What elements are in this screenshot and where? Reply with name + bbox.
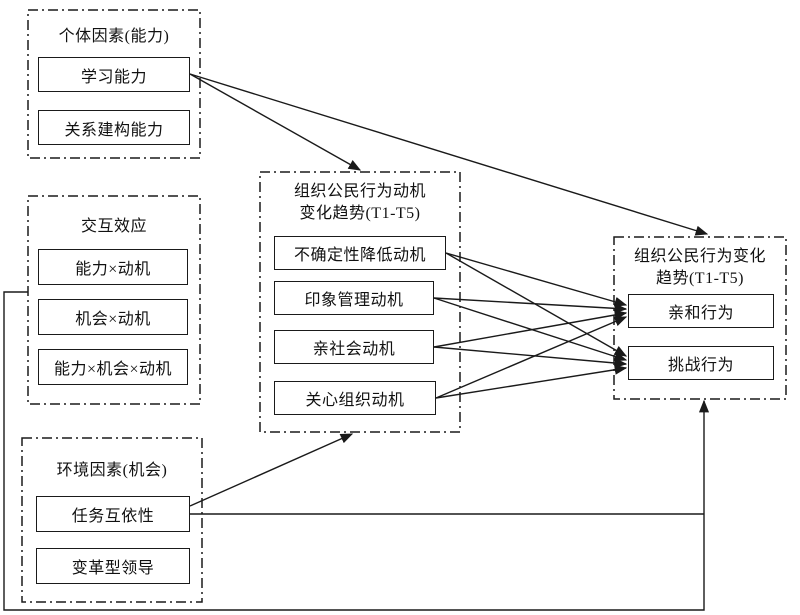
arrow-learning-to-behavior: [189, 73, 709, 236]
group-title-individual: 个体因素(能力): [58, 28, 170, 45]
node-affiliative-behavior: 亲和行为: [628, 294, 774, 328]
node-transformational-leadership: 变革型领导: [36, 548, 190, 584]
group-title-behavior-line1: 组织公民行为变化: [633, 248, 766, 265]
group-outline-individual: [27, 9, 201, 159]
node-relationship-building-ability: 关系建构能力: [38, 110, 190, 145]
arrow-prosocial-to-affiliative: [433, 310, 628, 348]
group-title-behavior-line2: 趋势(T1-T5): [655, 269, 745, 287]
group-title-behavior: 组织公民行为变化 趋势(T1-T5): [616, 246, 784, 289]
arrow-uncertainty-to-affiliative: [445, 252, 628, 307]
node-ability-x-motivation: 能力×动机: [38, 249, 188, 285]
arrow-interaction-to-behavior: [3, 291, 710, 611]
node-opportunity-x-motivation: 机会×动机: [38, 299, 188, 335]
node-uncertainty-reduction-motive: 不确定性降低动机: [274, 236, 446, 270]
group-outline-motivation: [259, 171, 461, 433]
arrow-impression-to-affiliative: [433, 297, 628, 314]
arrow-task-to-motivation: [189, 433, 354, 507]
arrow-learning-to-motivation: [189, 73, 362, 171]
group-title-environment: 环境因素(机会): [56, 462, 168, 479]
node-ability-x-opportunity-x-motivation: 能力×机会×动机: [38, 349, 188, 385]
arrow-concern-to-affiliative: [435, 316, 628, 399]
group-title-motivation: 组织公民行为动机 变化趋势(T1-T5): [262, 181, 458, 224]
group-outline-environment: [21, 437, 203, 603]
node-impression-management-motive: 印象管理动机: [274, 281, 434, 315]
node-learning-ability: 学习能力: [38, 57, 190, 92]
arrow-impression-to-challenging: [433, 297, 628, 362]
group-title-motivation-line1: 组织公民行为动机: [293, 183, 426, 200]
arrow-prosocial-to-challenging: [433, 346, 628, 369]
group-outline-interaction: [27, 195, 201, 405]
group-title-motivation-line2: 变化趋势(T1-T5): [299, 204, 421, 222]
group-title-interaction: 交互效应: [80, 218, 147, 235]
node-prosocial-motive: 亲社会动机: [274, 330, 434, 364]
node-organizational-concern-motive: 关心组织动机: [274, 381, 436, 415]
arrow-concern-to-challenging: [435, 364, 628, 399]
node-task-interdependence: 任务互依性: [36, 496, 190, 532]
node-challenging-behavior: 挑战行为: [628, 346, 774, 380]
